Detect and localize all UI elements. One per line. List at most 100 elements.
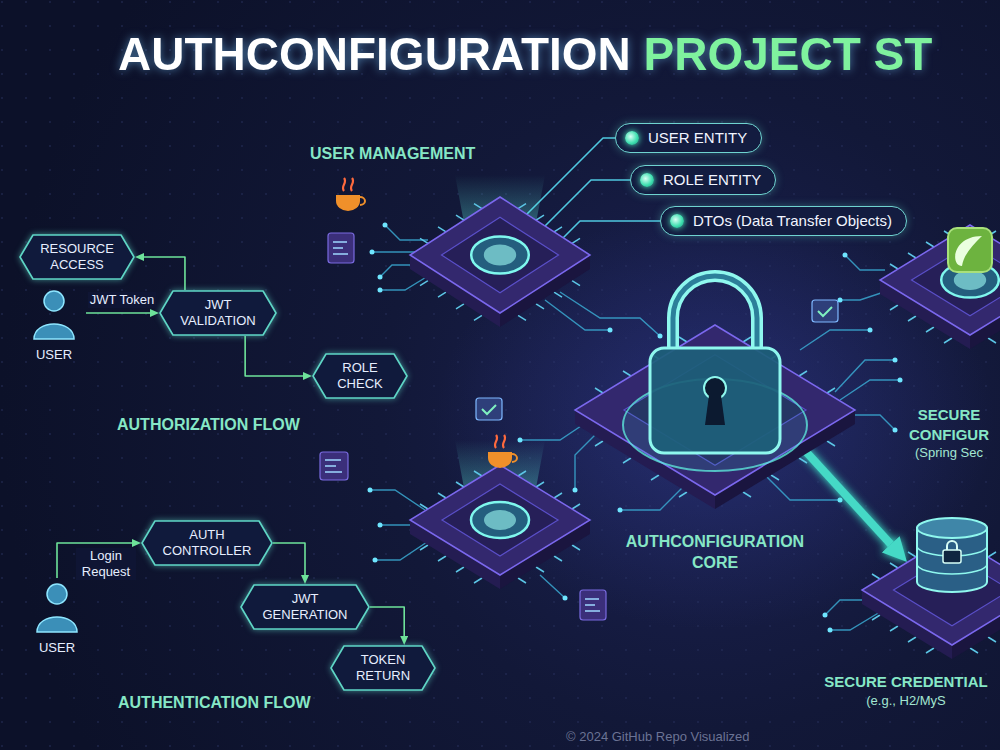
data-flow-arrow [799, 444, 891, 544]
trace-dot [618, 508, 623, 513]
java-handle [360, 197, 365, 205]
chip-top [410, 465, 590, 575]
trace-dot [378, 523, 383, 528]
section-label: AUTHORIZATION FLOW [117, 416, 300, 434]
hexagon-shape [160, 291, 276, 335]
hexagon-shape [241, 585, 369, 629]
code-lines [325, 460, 342, 472]
module-chip: USER MANAGEMENT [300, 130, 600, 340]
entity-pill: DTOs (Data Transfer Objects) [660, 206, 907, 236]
flow-step: JWT VALIDATION [159, 290, 277, 336]
node-text: AUTH CONTROLLER [159, 527, 255, 558]
chip-core [442, 217, 559, 292]
node-text: JWT VALIDATION [177, 297, 259, 328]
trace-dot [658, 334, 663, 339]
text-box: SECURE CREDENTIAL(e.g., H2/MyS [816, 672, 996, 709]
text-box: SECURE CONFIGUR(Spring Sec [906, 405, 992, 462]
code-panel [320, 452, 348, 480]
hexagon-shape [142, 521, 272, 565]
section-label: AUTHENTICATION FLOW [118, 694, 311, 712]
flow-step: JWT GENERATION [240, 584, 370, 630]
trace-dot [573, 488, 578, 493]
code-panel [328, 233, 354, 263]
database-chip: SECURE CREDENTIAL(e.g., H2/MyS [812, 480, 1000, 720]
user-head [47, 584, 67, 604]
check-mark [818, 307, 832, 316]
chip-core [442, 484, 558, 556]
text-box: RESOURCE ACCESS [37, 241, 117, 272]
java-cup [336, 195, 360, 211]
text-box: AUTHCONFIGURATION CORE [615, 532, 815, 574]
chip-top [880, 225, 1000, 335]
code-lines [585, 599, 600, 611]
chip-top [410, 197, 590, 313]
keyhole [705, 395, 725, 425]
text-box: TOKEN RETURN [348, 652, 418, 683]
trace-dot [373, 558, 378, 563]
entity-pill: USER ENTITY [615, 123, 762, 153]
node-text: USER ENTITY [648, 129, 747, 147]
node-text: (Spring Sec [906, 444, 992, 462]
flow-step: AUTH CONTROLLER [141, 520, 273, 566]
java-chip [410, 435, 590, 589]
watermark: © 2024 GitHub Repo Visualized [566, 729, 750, 744]
node-text: USER MANAGEMENT [310, 144, 530, 165]
node-text: AUTHCONFIGURATION CORE [615, 532, 815, 574]
node-text: USER [25, 640, 89, 656]
text-box: USER [25, 640, 89, 656]
node-text: ROLE CHECK [330, 360, 390, 391]
code-panel [580, 590, 606, 620]
user-actor: USER [22, 285, 86, 370]
java-steam [343, 178, 353, 191]
spring-leaf [955, 236, 982, 266]
trace-dot [378, 288, 383, 293]
trace-dot [898, 378, 903, 383]
chip-glow [471, 502, 529, 538]
code-lines [333, 242, 348, 254]
java-steam [495, 435, 505, 448]
code-panels [320, 233, 838, 620]
trace-dot [608, 328, 613, 333]
trace-dot [893, 358, 898, 363]
user-actor: USER [25, 578, 89, 663]
lock-shackle [947, 541, 957, 550]
flow-step: ROLE CHECK [312, 353, 408, 399]
circuit-wire [563, 221, 660, 238]
circuit-traces [368, 223, 903, 633]
java-cup [488, 452, 512, 468]
flow-step: RESOURCE ACCESS [19, 234, 135, 280]
lock-shackle [673, 276, 757, 348]
lock-shackle [673, 276, 757, 348]
chip-glow [484, 510, 516, 530]
flow-arrow [273, 543, 305, 575]
flow-arrow [370, 607, 404, 636]
flow-arrow [245, 336, 303, 376]
status-dot [670, 214, 684, 228]
node-text: DTOs (Data Transfer Objects) [693, 212, 892, 230]
node-text: TOKEN RETURN [348, 652, 418, 683]
hexagon-shape [20, 235, 134, 279]
check-mark [482, 405, 496, 414]
user-body [37, 617, 77, 632]
database-top [917, 518, 987, 538]
trace-dot [838, 498, 843, 503]
trace-dot [893, 428, 898, 433]
java-handle [512, 454, 517, 462]
lock-body [943, 550, 961, 563]
flow-arrow [144, 257, 185, 290]
trace-dot [378, 275, 383, 280]
trace-dot [563, 596, 568, 601]
circuit-wire [545, 180, 630, 226]
trace-dot [370, 250, 375, 255]
text-box: JWT GENERATION [258, 591, 352, 622]
node-text: USER [22, 347, 86, 363]
user-body [34, 324, 74, 339]
text-box: USER MANAGEMENT [310, 144, 530, 165]
text-box: AUTH CONTROLLER [159, 527, 255, 558]
